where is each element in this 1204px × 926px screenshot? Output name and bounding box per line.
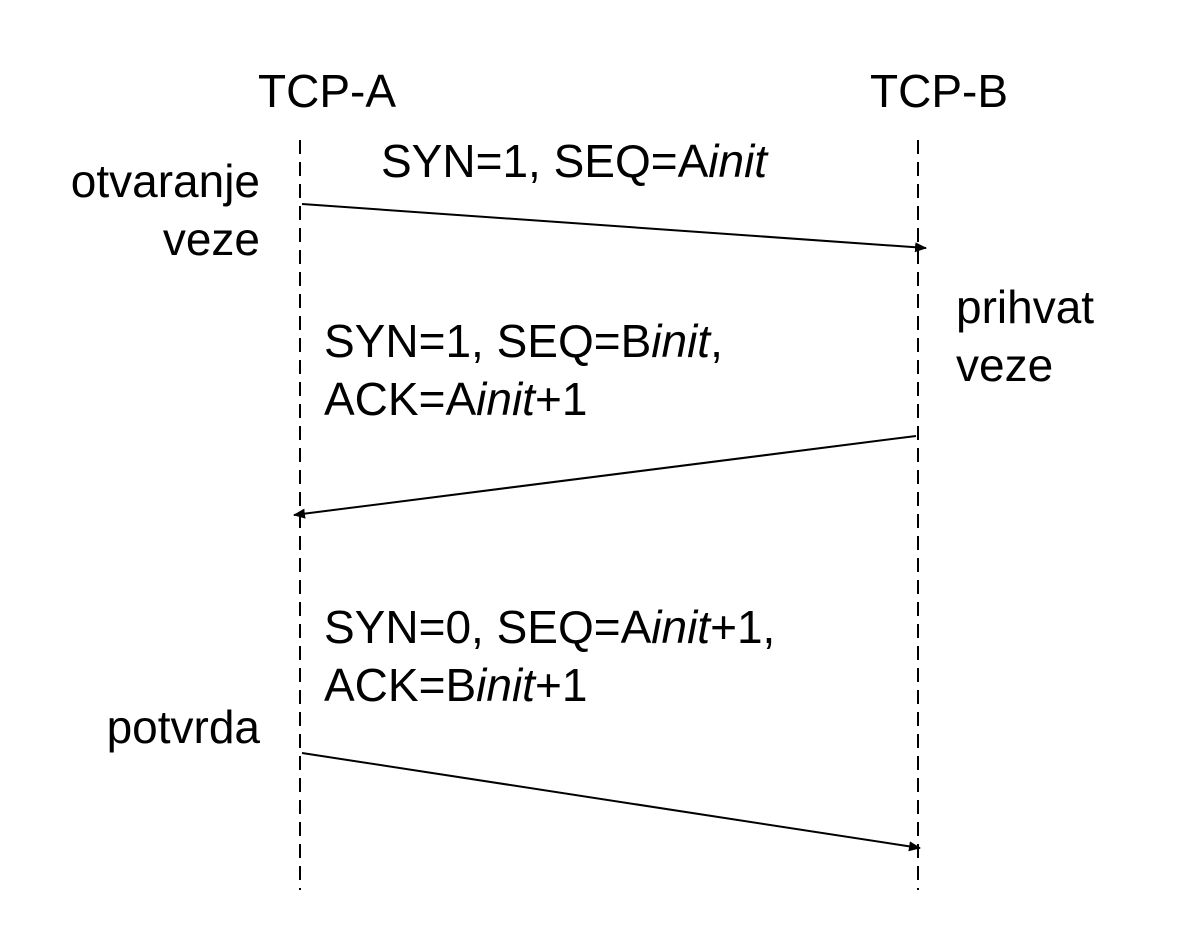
message-ack-label-line1: SYN=0, SEQ=Ainit+1, [324,598,775,656]
lifeline-label-tcp-b: TCP-B [870,65,1008,117]
lifeline-label-tcp-a: TCP-A [258,65,396,117]
msg-text-italic: init [651,315,711,367]
msg-text-italic: init [708,135,768,187]
msg-text: +1 [534,659,588,711]
msg-text: SYN=1, SEQ=A [381,135,709,187]
label-open-line2: veze [162,213,260,265]
message-syn-ack-label-line1: SYN=1, SEQ=Binit, [324,312,723,370]
msg-text: SYN=1, SEQ=B [324,315,652,367]
label-accept-line2: veze [956,339,1054,391]
msg-text-italic: init [476,373,535,425]
msg-text: ACK=B [324,659,477,711]
arrow-syn-ack [293,435,917,519]
label-accept-line1: prihvat [956,281,1095,333]
message-ack-label-line2: ACK=Binit+1 [324,656,587,714]
msg-text: , [710,315,723,367]
msg-text: +1 [534,373,588,425]
message-syn-label: SYN=1, SEQ=Ainit [381,132,767,190]
label-confirm: potvrda [106,701,260,753]
msg-text: ACK=A [324,373,477,425]
message-syn-ack-label-line2: ACK=Ainit+1 [324,370,587,428]
arrow-ack [301,752,921,852]
arrow-syn [301,203,927,253]
msg-text-italic: init [651,601,711,653]
msg-text: +1, [710,601,776,653]
msg-text: SYN=0, SEQ=A [324,601,652,653]
label-open-line1: otvaranje [70,155,260,207]
msg-text-italic: init [476,659,535,711]
